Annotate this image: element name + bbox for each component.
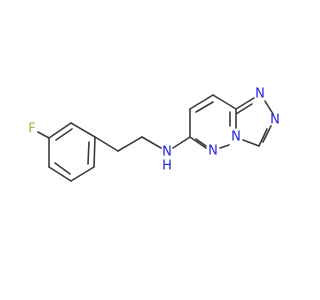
bond-triazole-4 [242, 139, 260, 147]
bond-pyridazine-double-b [195, 138, 207, 147]
bond-nh-c [172, 136, 191, 149]
bond-phenyl-5 [48, 166, 72, 182]
bridgehead-nitrogen: N [231, 130, 241, 145]
bond-phenyl-double-a [55, 128, 73, 141]
bond-triazole-1 [235, 97, 255, 110]
bond-phenyl-1 [48, 122, 72, 139]
bond-f-c [37, 131, 50, 139]
bond-triazole-3 [258, 128, 268, 147]
bond-triazole-double-a [235, 103, 253, 115]
bond-triazole-double-b [262, 125, 272, 143]
bond-pyridazine-2 [189, 94, 214, 110]
bond-phenyl-3 [93, 136, 96, 168]
fluorine-atom: F [28, 122, 35, 137]
molecule-structure-diagram: F N H N N N N [0, 0, 300, 300]
bond-phenyl-2 [70, 122, 96, 138]
background [0, 0, 300, 300]
bond-chain-1 [94, 136, 119, 152]
atom-labels: F N H N N N N [28, 87, 280, 174]
bond-pyridazine-3 [212, 94, 237, 110]
amine-hydrogen: H [162, 159, 172, 174]
bond-triazole-2 [264, 100, 274, 115]
amine-nitrogen: N [162, 145, 172, 160]
bond-phenyl-4 [70, 166, 95, 182]
bonds [37, 94, 274, 182]
bond-pyridazine-double-a [195, 101, 214, 113]
bond-phenyl-double-b [87, 141, 90, 165]
bond-chain-2 [117, 136, 143, 152]
triazole-nitrogen-top: N [255, 87, 265, 102]
bond-chain-3 [141, 136, 162, 149]
triazole-nitrogen-right: N [270, 113, 280, 128]
pyridazine-nitrogen-left: N [208, 144, 218, 159]
bond-phenyl-double-c [54, 162, 71, 175]
bond-pyridazine-5 [219, 144, 230, 149]
bond-pyridazine-6 [189, 136, 207, 149]
